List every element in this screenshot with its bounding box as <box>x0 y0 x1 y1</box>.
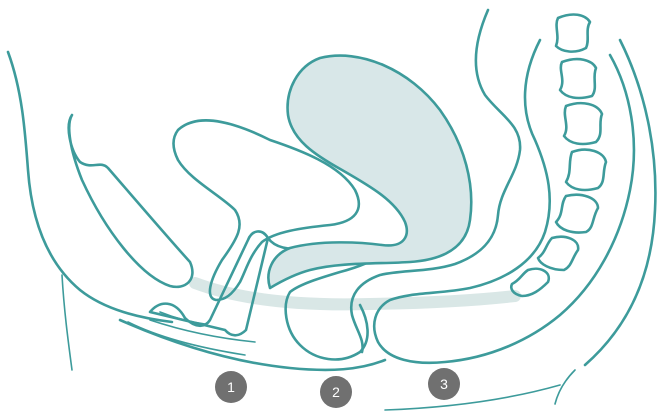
marker-2: 2 <box>320 376 352 408</box>
buttock-line <box>555 370 575 404</box>
lower-body-outline <box>120 320 385 370</box>
leg-line <box>385 385 560 410</box>
sacrum-vertebrae <box>511 15 606 296</box>
marker-1-label: 1 <box>227 379 235 395</box>
marker-3: 3 <box>428 368 460 400</box>
abdominal-wall-outline <box>8 52 172 322</box>
front-leg-line <box>62 275 72 370</box>
bladder <box>268 56 471 288</box>
marker-1: 1 <box>215 371 247 403</box>
marker-2-label: 2 <box>332 384 340 400</box>
marker-3-label: 3 <box>440 376 448 392</box>
